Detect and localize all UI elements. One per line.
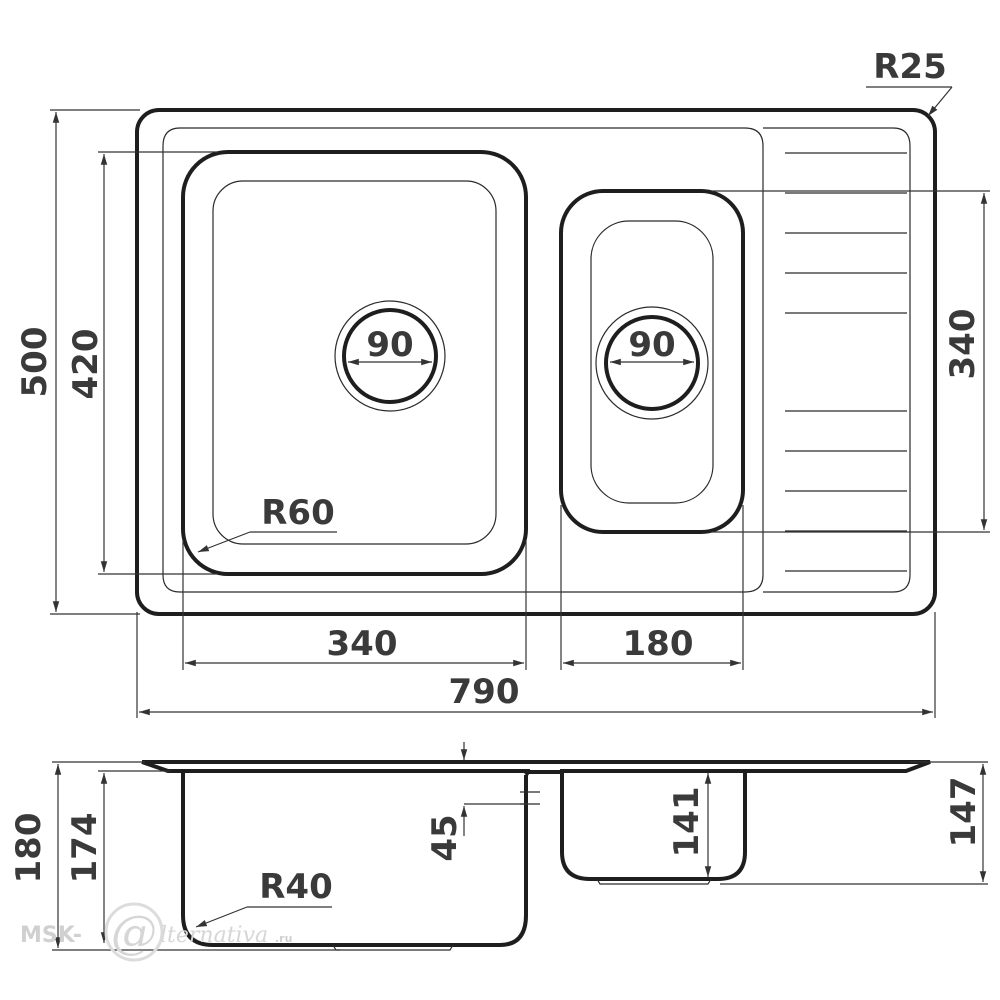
small-drain: 90: [595, 306, 709, 420]
watermark-brand-right: lternativa: [160, 923, 268, 948]
large-drain: 90: [334, 300, 446, 412]
bowl-radius-label: R60: [261, 493, 335, 533]
rim-to-divider-label: 45: [425, 814, 465, 861]
side-rim-outline: [141, 760, 931, 773]
large-bowl-height-label: 174: [65, 813, 105, 884]
outer-radius-label: R25: [873, 47, 947, 87]
large-drain-label: 90: [366, 325, 413, 365]
small-drain-flange: [595, 306, 709, 420]
side-divider: [524, 770, 560, 777]
small-drain-label: 90: [628, 325, 675, 365]
watermark-brand-left: MSK-: [20, 923, 82, 948]
overall-width-label: 790: [449, 672, 520, 712]
small-total-height-label: 147: [944, 777, 984, 848]
r60-leader-arrow: [197, 531, 251, 553]
small-bowl-width-label: 180: [623, 624, 694, 664]
r25-leader-arrow: [927, 86, 953, 117]
drainboard-ribs: [785, 152, 907, 572]
side-large-bowl-base: [332, 944, 454, 951]
watermark-ring: [104, 902, 164, 962]
large-drain-hole: [342, 308, 438, 404]
bowl-depth-label: 420: [66, 329, 106, 400]
side-small-bowl: [560, 771, 747, 881]
small-drain-hole: [604, 315, 700, 411]
small-bowl-height-label: 141: [667, 787, 707, 858]
watermark-brand-suffix: .ru: [275, 932, 292, 945]
large-bowl-outline: [181, 150, 528, 576]
overall-depth-label: 500: [15, 327, 55, 398]
top-view: 90 90 R25 R60 500 420 340: [15, 47, 990, 718]
sink-outer-outline: [135, 108, 937, 616]
total-height-label: 180: [9, 813, 49, 884]
side-small-bowl-base: [596, 878, 712, 885]
sink-inner-rim: [162, 127, 764, 593]
side-view: R40 180 174 45 141 147: [9, 742, 988, 951]
drainboard-outline: [763, 127, 911, 593]
small-bowl-depth-label: 340: [943, 309, 983, 380]
large-bowl-inner: [212, 180, 497, 545]
side-large-bowl: [181, 771, 528, 947]
watermark: MSK- @ lternativa .ru: [20, 902, 292, 962]
large-bowl-width-label: 340: [327, 624, 398, 664]
small-bowl-outline: [559, 189, 745, 534]
bottom-radius-label: R40: [259, 867, 333, 907]
r40-leader-arrow: [195, 906, 248, 928]
large-drain-flange: [334, 300, 446, 412]
watermark-at-symbol: @: [111, 905, 157, 959]
small-bowl-inner: [590, 220, 714, 504]
